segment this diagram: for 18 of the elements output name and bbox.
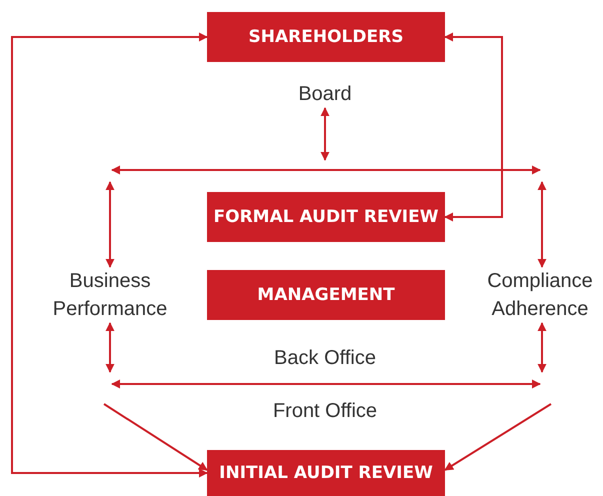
arrow <box>11 32 208 478</box>
process-box: FORMAL AUDIT REVIEW <box>207 192 445 242</box>
arrow <box>103 403 208 471</box>
arrow <box>444 32 503 222</box>
process-box: MANAGEMENT <box>207 270 445 320</box>
node-label: Board <box>285 80 365 108</box>
arrow <box>106 322 114 373</box>
arrow <box>320 107 330 161</box>
arrow <box>538 181 546 268</box>
node-label: Compliance Adherence <box>477 267 603 323</box>
arrow <box>106 181 114 268</box>
node-label: Front Office <box>255 397 395 425</box>
arrow <box>444 403 552 471</box>
title-box: SHAREHOLDERS <box>207 12 445 62</box>
process-box: INITIAL AUDIT REVIEW <box>207 450 445 496</box>
node-label: Business Performance <box>36 267 184 323</box>
arrow <box>538 322 546 373</box>
node-label: Back Office <box>255 344 395 372</box>
